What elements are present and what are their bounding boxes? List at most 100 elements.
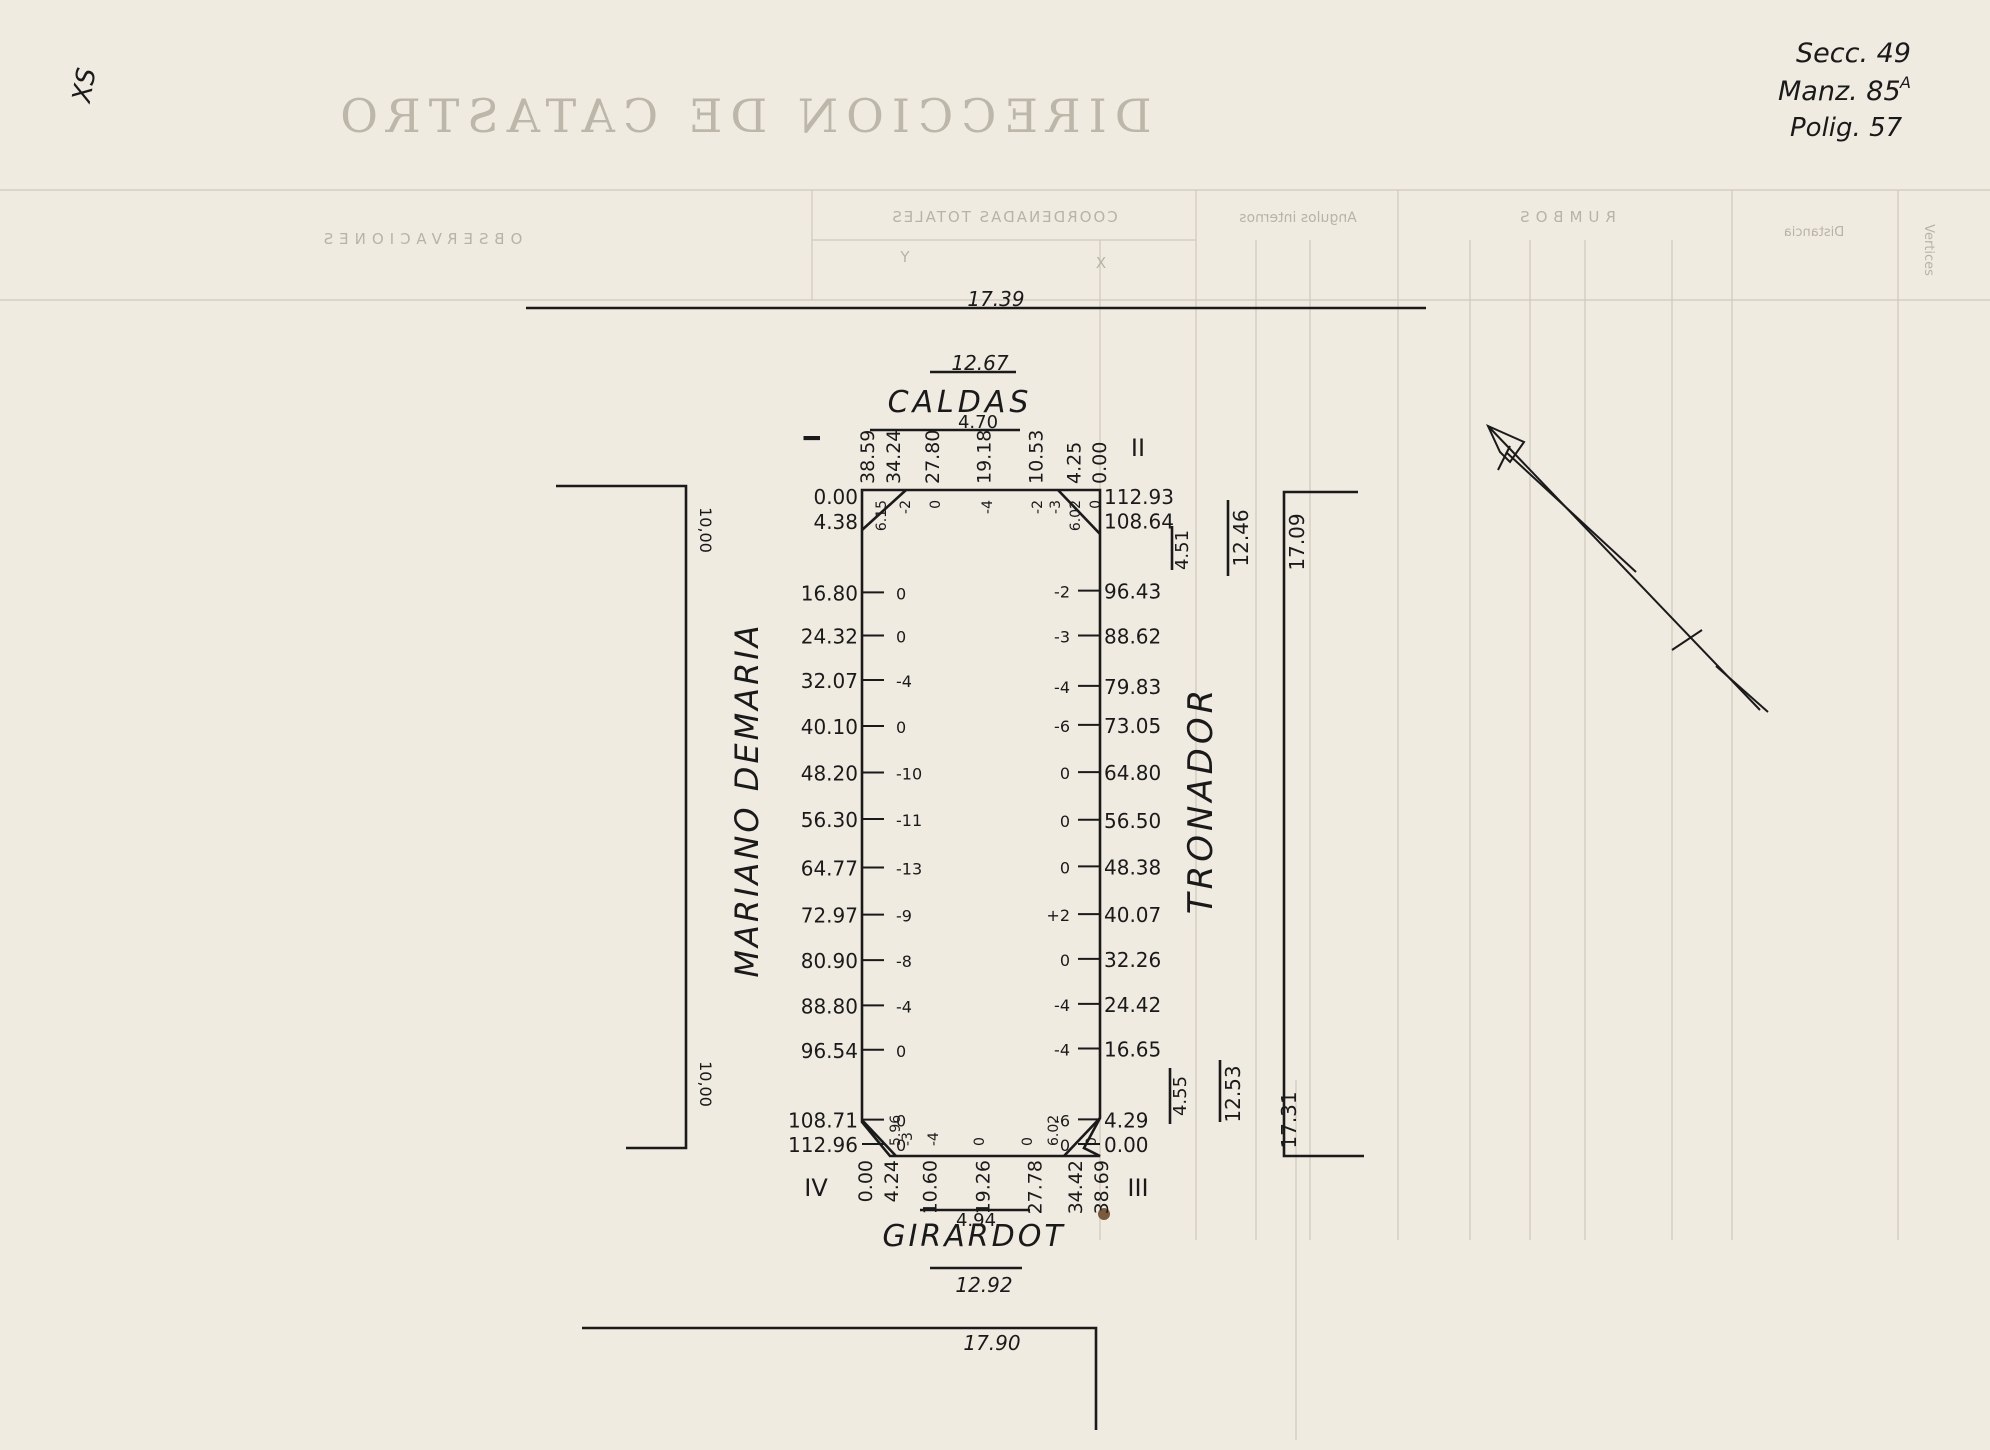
chamfer-right-bottom: 4.55: [1170, 1076, 1191, 1116]
right-distance-label: 64.80: [1104, 761, 1161, 785]
street-mariano-demaria: MARIANO DEMARIA: [728, 622, 766, 977]
left-level-label: 0: [896, 1136, 906, 1155]
ghost-observaciones: OBSERVACIONES: [318, 230, 523, 248]
right-distance-label: 56.50: [1104, 809, 1161, 833]
left-distance-label: 96.54: [801, 1039, 858, 1063]
left-level-label: -4: [896, 672, 912, 691]
manzana-note: Manz. 85: [1778, 76, 1901, 107]
chamfer-top: 4.70: [958, 412, 998, 433]
top-level-label: -3: [1048, 500, 1064, 514]
right-distance-label: 4.29: [1104, 1108, 1149, 1132]
width-right-lower-inner: 12.53: [1221, 1065, 1245, 1122]
ghost-angulos: Angulos internos: [1239, 210, 1357, 226]
bottom-outer-line: [582, 1326, 1098, 1430]
left-distance-label: 4.38: [813, 510, 858, 534]
left-distance-label: 72.97: [801, 904, 858, 928]
street-names: CALDAS GIRARDOT MARIANO DEMARIA TRONADOR: [728, 385, 1221, 1254]
ghost-coordenadas: COORDENADAS TOTALES: [890, 208, 1117, 226]
top-distance-label: 34.24: [883, 430, 905, 484]
left-level-label: 0: [896, 628, 906, 647]
right-level-label: 0: [1060, 858, 1070, 877]
street-girardot: GIRARDOT: [882, 1219, 1065, 1254]
bottom-distance-label: 0.00: [855, 1160, 877, 1202]
right-outer-line: [1282, 490, 1364, 1158]
vertex-iv: IV: [804, 1174, 828, 1202]
top-level-label: 6.02: [1068, 500, 1084, 531]
left-level-label: -4: [896, 997, 912, 1016]
right-level-label: 0: [1060, 764, 1070, 783]
top-level-label: 0: [1088, 500, 1104, 509]
bottom-level-label: 0: [1084, 1137, 1100, 1146]
bottom-level-label: -4: [926, 1132, 942, 1146]
left-level-label: -13: [896, 860, 922, 879]
top-level-label: -4: [980, 500, 996, 514]
bottom-distance-label: 4.24: [881, 1160, 903, 1202]
left-distance-label: 56.30: [801, 808, 858, 832]
left-distance-label: 108.71: [788, 1109, 858, 1133]
right-level-label: -4: [1054, 678, 1070, 697]
left-distance-label: 80.90: [801, 949, 858, 973]
street-lines: [526, 306, 1426, 1430]
bottom-level-label: 0: [1020, 1137, 1036, 1146]
right-level-label: 0: [1060, 1136, 1070, 1155]
bottom-distance-label: 19.26: [972, 1160, 994, 1214]
right-distance-label: 32.26: [1104, 948, 1161, 972]
right-level-label: -6: [1054, 717, 1070, 736]
left-distance-label: 112.96: [788, 1133, 858, 1157]
bottom-distance-label: 38.69: [1091, 1160, 1113, 1214]
top-distance-label: 4.25: [1063, 442, 1085, 484]
bottom-distance-label: 27.78: [1024, 1160, 1046, 1214]
corner-chamfer-bl: [861, 1119, 897, 1157]
left-distance-label: 16.80: [801, 581, 858, 605]
right-distance-label: 48.38: [1104, 855, 1161, 879]
top-level-label: 6.15: [874, 500, 890, 531]
bottom-distance-label: 10.60: [920, 1160, 942, 1214]
left-distance-label: 32.07: [801, 669, 858, 693]
bottom-level-label: -3: [900, 1132, 916, 1146]
manzana-superscript: A: [1899, 73, 1911, 92]
right-distance-label: 79.83: [1104, 675, 1161, 699]
right-level-label: 0: [1060, 951, 1070, 970]
left-level-label: -8: [896, 952, 912, 971]
ghost-col-x: X: [1096, 254, 1106, 272]
left-distance-label: 48.20: [801, 762, 858, 786]
right-distance-label: 16.65: [1104, 1037, 1161, 1061]
right-level-label: +2: [1046, 906, 1070, 925]
corner-chamfer-br: [1063, 1117, 1101, 1157]
right-distance-label: 88.62: [1104, 624, 1161, 648]
right-distance-label: 0.00: [1104, 1133, 1149, 1157]
right-level-label: -4: [1054, 1040, 1070, 1059]
ghost-distancia: Distancia: [1784, 225, 1844, 240]
vertex-iii: III: [1127, 1174, 1148, 1202]
right-distance-label: 24.42: [1104, 993, 1161, 1017]
width-right-upper-inner: 12.46: [1229, 509, 1253, 566]
top-level-label: -2: [898, 500, 914, 514]
right-distance-label: 73.05: [1104, 714, 1161, 738]
ghost-rumbos: RUMBOS: [1514, 208, 1616, 226]
ghost-form-text: DIRECCION DE CATASTRO COORDENADAS TOTALE…: [318, 89, 1936, 276]
width-left-lower: 10,00: [696, 1061, 715, 1107]
corner-mark: XS: [67, 66, 103, 107]
right-level-label: -4: [1054, 996, 1070, 1015]
right-distance-label: 112.93: [1104, 485, 1174, 509]
block-outline: [860, 488, 1102, 1158]
right-level-label: -2: [1054, 583, 1070, 602]
street-caldas: CALDAS: [888, 385, 1033, 420]
left-distance-label: 40.10: [801, 715, 858, 739]
width-right-upper-outer: 17.09: [1285, 513, 1309, 570]
bottom-distance-label: 34.42: [1065, 1160, 1087, 1214]
left-distance-label: 64.77: [801, 857, 858, 881]
left-distance-label: 0.00: [813, 485, 858, 509]
right-level-label: -3: [1054, 627, 1070, 646]
north-arrow-icon: [1485, 424, 1769, 713]
width-right-lower-outer: 17.31: [1277, 1091, 1301, 1148]
top-distance-label: 19.18: [974, 430, 996, 484]
header-notes: Secc. 49 Manz. 85 A Polig. 57 XS: [67, 38, 1911, 143]
vertex-ii: II: [1131, 434, 1145, 462]
